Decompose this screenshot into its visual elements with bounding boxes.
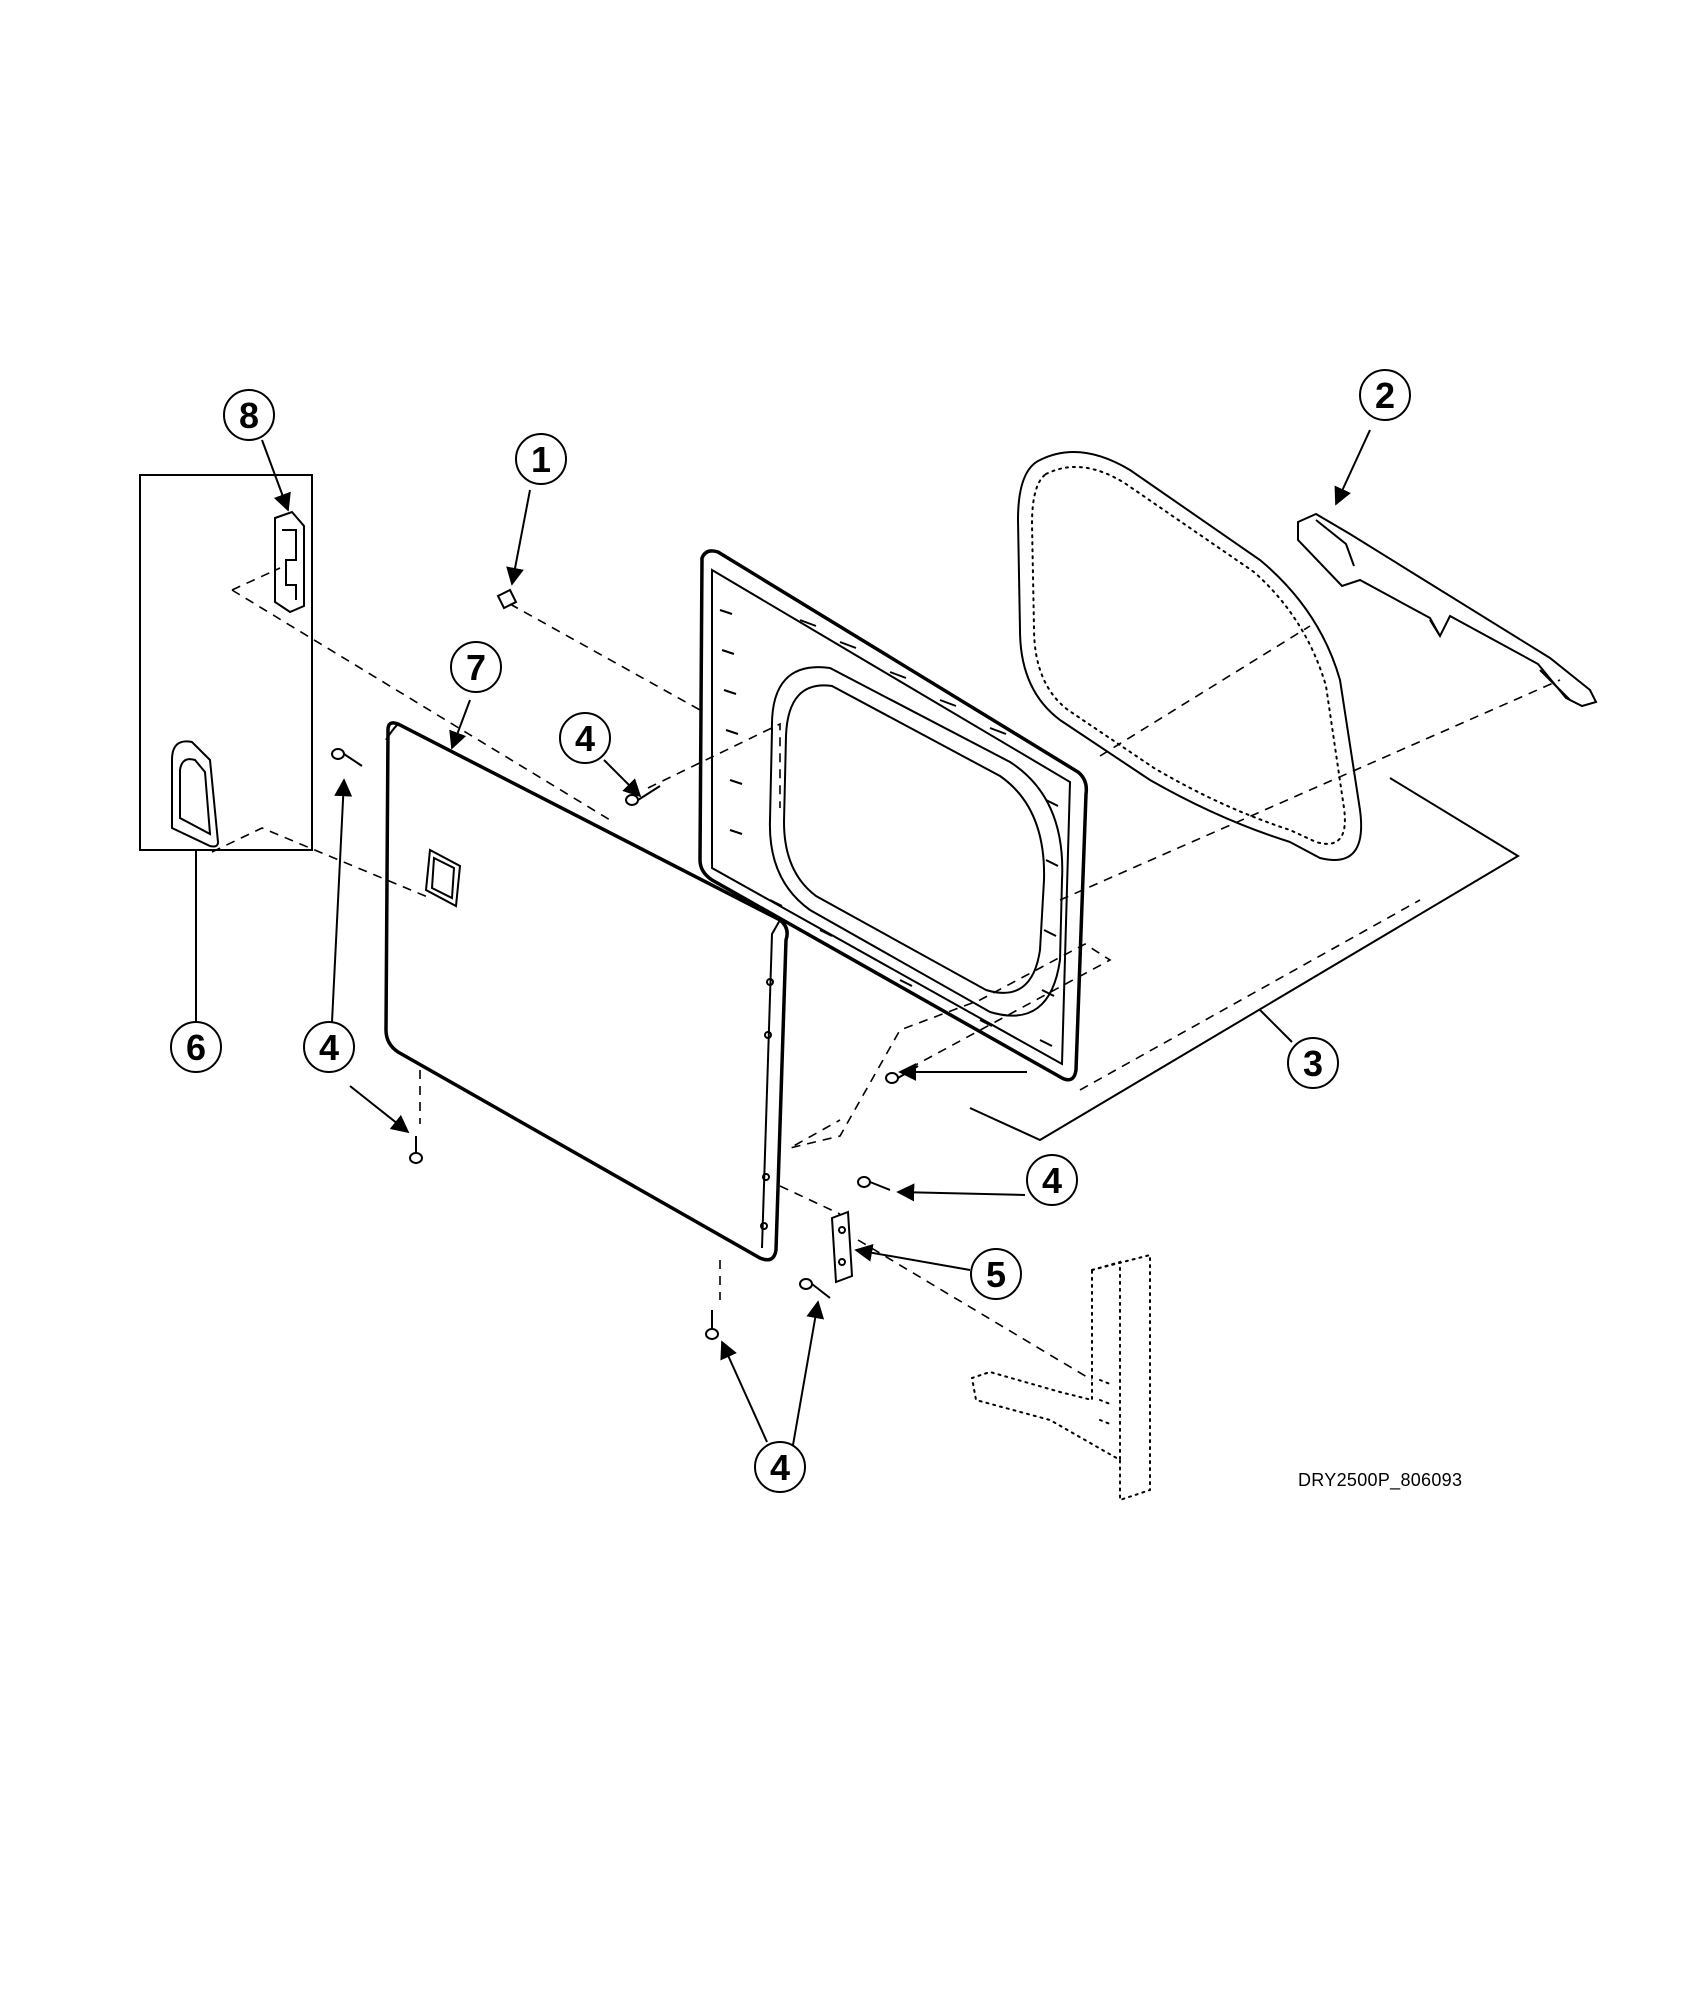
door-hinge xyxy=(830,1210,854,1284)
callout-label: 1 xyxy=(531,439,551,480)
callout-6: 6 xyxy=(170,1021,222,1073)
callout-4: 4 xyxy=(303,1021,355,1073)
callout-label: 4 xyxy=(319,1027,339,1068)
callout-label: 8 xyxy=(239,395,259,436)
door-handle xyxy=(171,740,220,848)
screw xyxy=(409,1136,423,1164)
callout-5: 5 xyxy=(970,1248,1022,1300)
cabinet-corner xyxy=(970,1253,1151,1502)
screw xyxy=(799,1278,831,1299)
callout-4: 4 xyxy=(754,1441,806,1493)
screw xyxy=(705,1310,719,1340)
callout-label: 4 xyxy=(1042,1160,1062,1201)
leader-lines xyxy=(195,429,1371,1446)
callout-label: 4 xyxy=(575,718,595,759)
callout-label: 7 xyxy=(466,647,486,688)
screw xyxy=(857,1176,891,1191)
top-bracket xyxy=(1297,512,1598,708)
clip xyxy=(496,588,518,610)
callout-4: 4 xyxy=(559,712,611,764)
screws xyxy=(331,588,919,1340)
door-kit-box xyxy=(139,474,313,851)
screw xyxy=(885,1065,919,1084)
assembly-lines xyxy=(211,567,1561,1381)
callout-label: 5 xyxy=(986,1254,1006,1295)
callout-3: 3 xyxy=(1287,1037,1339,1089)
door-panel xyxy=(384,721,789,1262)
screw xyxy=(331,748,363,767)
callout-8: 7 xyxy=(450,641,502,693)
door-seal xyxy=(1016,451,1363,861)
callout-label: 6 xyxy=(186,1027,206,1068)
callout-4: 4 xyxy=(1026,1154,1078,1206)
screw xyxy=(625,785,661,806)
figure-id: DRY2500P_806093 xyxy=(1298,1470,1463,1490)
door-latch xyxy=(274,510,305,614)
callout-2: 2 xyxy=(1359,369,1411,421)
callout-1: 1 xyxy=(515,433,567,485)
callout-label: 2 xyxy=(1375,375,1395,416)
front-panel xyxy=(698,549,1089,1082)
callout-7: 8 xyxy=(223,389,275,441)
callout-label: 4 xyxy=(770,1447,790,1488)
callout-label: 3 xyxy=(1303,1043,1323,1084)
cabinet-top-plate xyxy=(969,777,1520,1142)
